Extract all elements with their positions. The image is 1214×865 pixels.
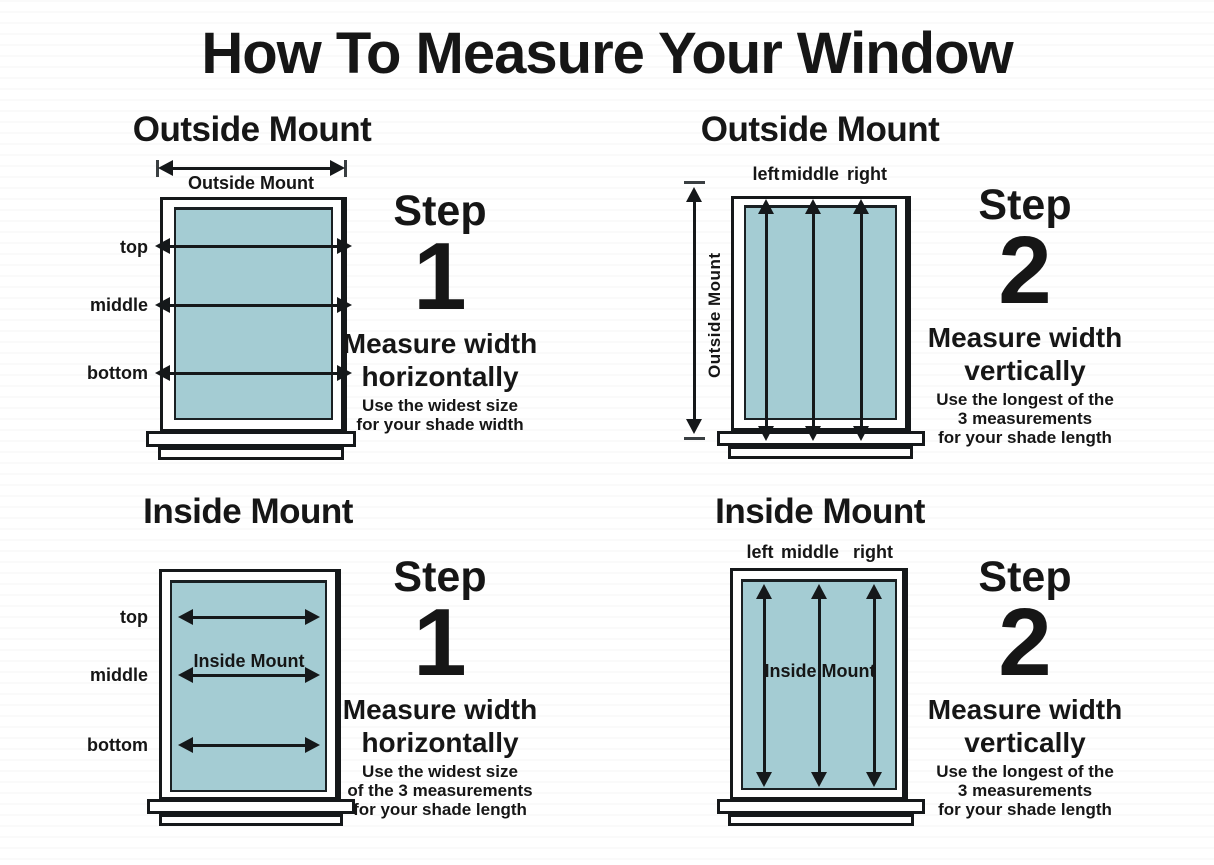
width-arrow-bottom [155,365,352,381]
step-note-line: Use the widest size [362,395,518,415]
step-block-inside-horizontal: Step 1 Measure width horizontally Use th… [330,556,550,819]
window-glass [174,207,333,420]
step-note-line: for your shade length [938,427,1112,447]
step-note-line: of the 3 measurements [347,780,533,800]
window-apron [728,446,913,459]
step-note-line: for your shade length [938,799,1112,819]
step-word: Step [393,187,487,235]
outside-mount-horizontal-heading: Outside Mount [132,110,372,149]
step-note-line: for your shade width [356,414,524,434]
step-note-line: 3 measurements [957,408,1093,428]
measure-tick-top [684,181,705,184]
inside-mount-vertical-heading: Inside Mount [715,492,925,531]
step-instruction-line2: horizontally [361,726,519,758]
window-sill [717,431,925,446]
step-instruction-line2: vertically [964,726,1086,758]
step-note-line: for your shade length [353,799,527,819]
height-arrow-left [758,199,774,441]
step-number: 1 [413,223,467,330]
measure-tick-left [156,160,159,177]
row-label-top: top [120,237,148,257]
window-sill [146,431,356,447]
step-instruction-line2: horizontally [361,360,519,392]
height-arrow-right [853,199,869,441]
step-number: 2 [998,217,1052,324]
width-arrow-top [155,238,352,254]
height-arrow-right [866,584,882,787]
step-block-outside-horizontal: Step 1 Measure width horizontally Use th… [330,190,550,434]
inside-mount-horizontal-heading: Inside Mount [143,492,353,531]
outside-height-measure-arrow [686,187,702,434]
window-sill [147,799,355,814]
outside-width-measure-label: Outside Mount [188,173,314,193]
step-word: Step [393,553,487,601]
row-label-bottom: bottom [87,735,148,755]
step-block-inside-vertical: Step 2 Measure width vertically Use the … [920,556,1130,819]
height-arrow-middle [805,199,821,441]
outside-width-measure-arrow [158,160,345,176]
step-note: Use the longest of the 3 measurements fo… [920,390,1130,447]
width-arrow-middle [178,667,320,683]
step-instruction-line1: Measure width [342,328,538,360]
height-arrow-middle [811,584,827,787]
window-apron [159,814,343,826]
step-note-line: Use the longest of the [936,389,1114,409]
step-note: Use the longest of the 3 measurements fo… [920,762,1130,819]
inside-mount-inner-label: Inside Mount [193,651,305,671]
col-label-right: right [853,542,893,562]
col-label-right: right [847,164,887,184]
window-sill [717,799,925,814]
outside-height-measure-label: Outside Mount [705,252,724,378]
outside-mount-vertical-heading: Outside Mount [700,110,940,149]
window-glass [170,580,327,792]
width-arrow-middle [155,297,352,313]
measure-tick-right [344,160,347,177]
step-note-line: Use the widest size [362,761,518,781]
step-instruction-line1: Measure width [342,694,538,726]
row-label-middle: middle [89,665,148,685]
measure-tick-bottom [684,437,705,440]
col-label-left: left [752,164,780,184]
row-label-middle: middle [89,295,148,315]
step-note-line: 3 measurements [957,780,1093,800]
col-label-middle: middle [780,164,839,184]
row-label-top: top [120,607,148,627]
page-title: How To Measure Your Window [201,21,1013,86]
step-instruction-line2: vertically [964,354,1086,386]
step-note: Use the widest size of the 3 measurement… [330,762,550,819]
step-word: Step [978,553,1072,601]
col-label-left: left [746,542,774,562]
col-label-middle: middle [780,542,839,562]
inside-mount-inner-label: Inside Mount [764,661,876,681]
row-label-bottom: bottom [87,363,148,383]
step-word: Step [978,181,1072,229]
step-instruction-line1: Measure width [927,694,1123,726]
window-apron [158,447,344,460]
width-arrow-bottom [178,737,320,753]
step-note: Use the widest size for your shade width [330,396,550,434]
step-number: 2 [998,589,1052,696]
height-arrow-left [756,584,772,787]
width-arrow-top [178,609,320,625]
step-instruction-line1: Measure width [927,322,1123,354]
step-note-line: Use the longest of the [936,761,1114,781]
step-block-outside-vertical: Step 2 Measure width vertically Use the … [920,184,1130,447]
window-apron [728,814,914,826]
step-number: 1 [413,589,467,696]
window-glass [744,205,897,420]
